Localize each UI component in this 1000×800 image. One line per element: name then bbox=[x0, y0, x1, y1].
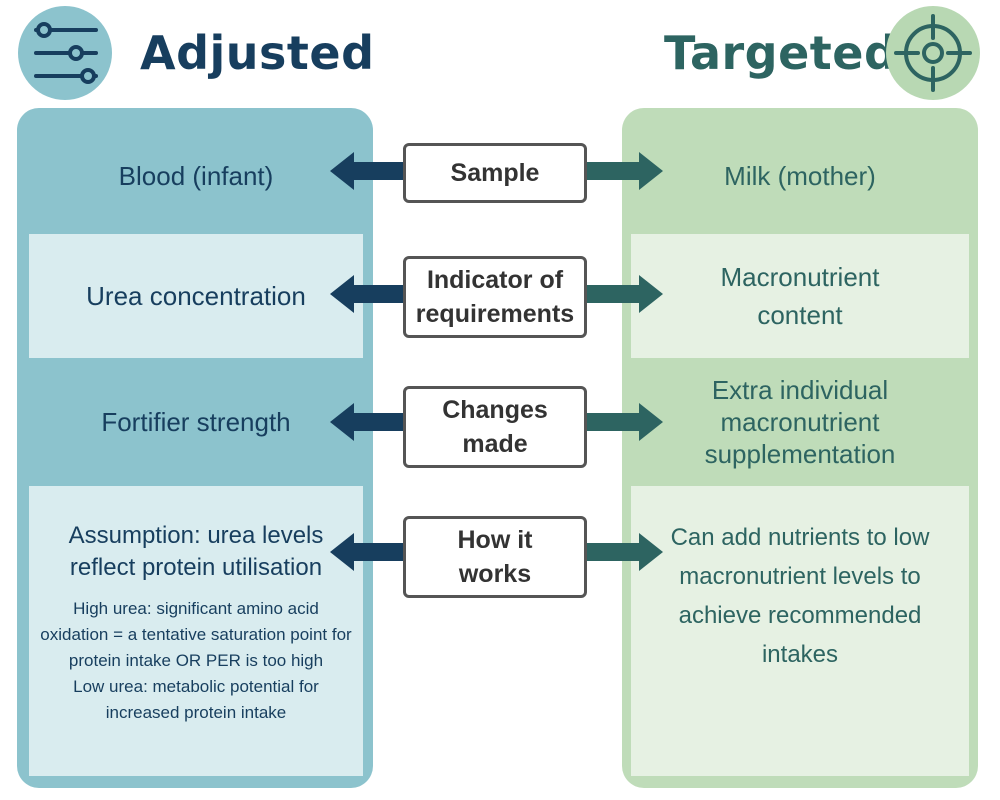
target-icon bbox=[886, 6, 980, 100]
label-changes: Changes made bbox=[403, 386, 587, 468]
arrow-left-changes bbox=[330, 403, 405, 441]
targeted-how-text: Can add nutrients to low macronutrient l… bbox=[670, 524, 930, 668]
adjusted-indicator-text: Urea concentration bbox=[86, 281, 306, 311]
label-how: How it works bbox=[403, 516, 587, 598]
adjusted-high-urea-text: High urea: significant amino acid oxidat… bbox=[40, 599, 352, 670]
adjusted-changes-cell: Fortifier strength bbox=[29, 360, 363, 484]
targeted-sample-cell: Milk (mother) bbox=[631, 120, 969, 232]
targeted-how-cell: Can add nutrients to low macronutrient l… bbox=[631, 486, 969, 776]
targeted-indicator-cell: Macronutrient content bbox=[631, 234, 969, 358]
adjusted-low-urea-text: Low urea: metabolic potential for increa… bbox=[73, 677, 319, 722]
arrow-left-indicator bbox=[330, 275, 405, 313]
targeted-indicator-text: Macronutrient content bbox=[720, 262, 880, 330]
targeted-title: Targeted bbox=[664, 26, 898, 80]
targeted-changes-cell: Extra individual macronutrient supplemen… bbox=[631, 360, 969, 484]
targeted-changes-text: Extra individual macronutrient supplemen… bbox=[704, 375, 896, 469]
arrow-right-changes bbox=[586, 403, 663, 441]
targeted-sample-text: Milk (mother) bbox=[724, 161, 876, 191]
arrow-left-sample bbox=[330, 152, 405, 190]
adjusted-title: Adjusted bbox=[140, 26, 375, 80]
arrow-right-indicator bbox=[586, 275, 663, 313]
adjusted-sample-text: Blood (infant) bbox=[118, 161, 274, 191]
adjusted-changes-text: Fortifier strength bbox=[101, 407, 291, 437]
label-sample: Sample bbox=[403, 143, 587, 203]
arrow-right-how bbox=[586, 533, 663, 571]
arrow-left-how bbox=[330, 533, 405, 571]
arrow-right-sample bbox=[586, 152, 663, 190]
sliders-icon bbox=[18, 6, 112, 100]
adjusted-indicator-cell: Urea concentration bbox=[29, 234, 363, 358]
label-indicator: Indicator of requirements bbox=[403, 256, 587, 338]
adjusted-how-cell: Assumption: urea levels reflect protein … bbox=[29, 486, 363, 776]
adjusted-how-text: Assumption: urea levels reflect protein … bbox=[68, 522, 324, 581]
adjusted-sample-cell: Blood (infant) bbox=[29, 120, 363, 232]
